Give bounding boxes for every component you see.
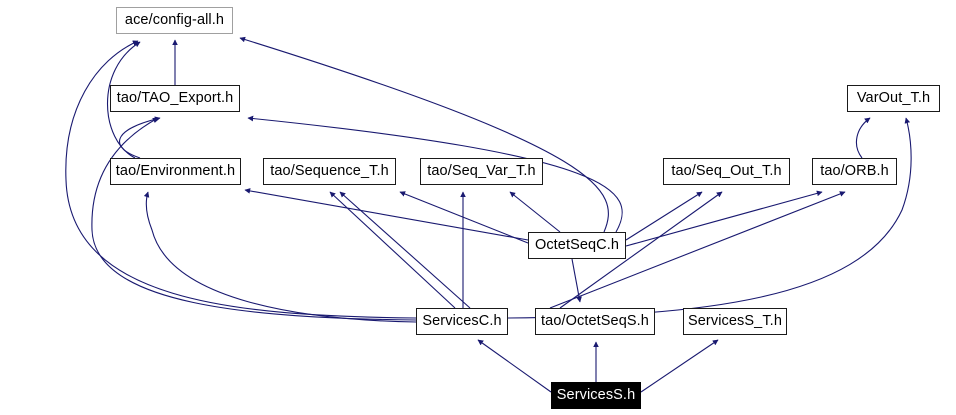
graph-edge xyxy=(855,117,871,159)
graph-edge xyxy=(625,190,823,247)
graph-edge xyxy=(239,36,609,233)
graph-edge xyxy=(247,115,623,233)
graph-node-tao_export[interactable]: tao/TAO_Export.h xyxy=(110,85,240,112)
graph-edge xyxy=(549,191,846,309)
graph-edge xyxy=(143,191,417,323)
graph-node-sequence_t[interactable]: tao/Sequence_T.h xyxy=(263,158,396,185)
graph-node-varout[interactable]: VarOut_T.h xyxy=(847,85,940,112)
graph-node-label: ServicesC.h xyxy=(422,313,502,330)
graph-node-environment[interactable]: tao/Environment.h xyxy=(110,158,241,185)
graph-node-label: tao/ORB.h xyxy=(820,163,889,180)
graph-node-label: tao/TAO_Export.h xyxy=(116,90,234,107)
graph-edge xyxy=(91,117,417,321)
graph-edge xyxy=(65,40,417,319)
graph-edge xyxy=(399,191,529,244)
graph-node-servicess_t[interactable]: ServicesS_T.h xyxy=(683,308,787,335)
graph-node-label: tao/Sequence_T.h xyxy=(270,163,389,180)
graph-node-servicesc[interactable]: ServicesC.h xyxy=(416,308,508,335)
graph-node-octetseqs[interactable]: tao/OctetSeqS.h xyxy=(535,308,655,335)
graph-node-label: ServicesS.h xyxy=(556,387,636,404)
graph-edge xyxy=(477,339,552,393)
graph-node-label: tao/OctetSeqS.h xyxy=(541,313,649,330)
graph-edge xyxy=(119,116,161,159)
graph-edge xyxy=(339,191,471,309)
graph-node-config_all[interactable]: ace/config-all.h xyxy=(116,7,233,34)
graph-node-seq_var_t[interactable]: tao/Seq_Var_T.h xyxy=(420,158,543,185)
graph-node-orb[interactable]: tao/ORB.h xyxy=(812,158,897,185)
graph-edge xyxy=(507,117,912,319)
graph-node-label: ace/config-all.h xyxy=(124,12,225,29)
graph-node-label: VarOut_T.h xyxy=(856,90,931,107)
graph-edge xyxy=(559,191,723,309)
graph-edge xyxy=(244,188,529,241)
graph-node-label: OctetSeqC.h xyxy=(534,237,620,254)
graph-edge xyxy=(329,191,456,309)
graph-node-servicess[interactable]: ServicesS.h xyxy=(551,382,641,409)
graph-edge xyxy=(571,258,582,303)
graph-node-label: tao/Seq_Var_T.h xyxy=(427,163,536,180)
graph-node-seq_out_t[interactable]: tao/Seq_Out_T.h xyxy=(663,158,790,185)
graph-edge xyxy=(509,191,561,233)
graph-node-label: ServicesS_T.h xyxy=(688,313,782,330)
graph-node-octetseqc[interactable]: OctetSeqC.h xyxy=(528,232,626,259)
graph-node-label: tao/Seq_Out_T.h xyxy=(671,163,782,180)
graph-edge xyxy=(640,339,719,393)
graph-edge xyxy=(625,191,703,241)
graph-node-label: tao/Environment.h xyxy=(115,163,236,180)
